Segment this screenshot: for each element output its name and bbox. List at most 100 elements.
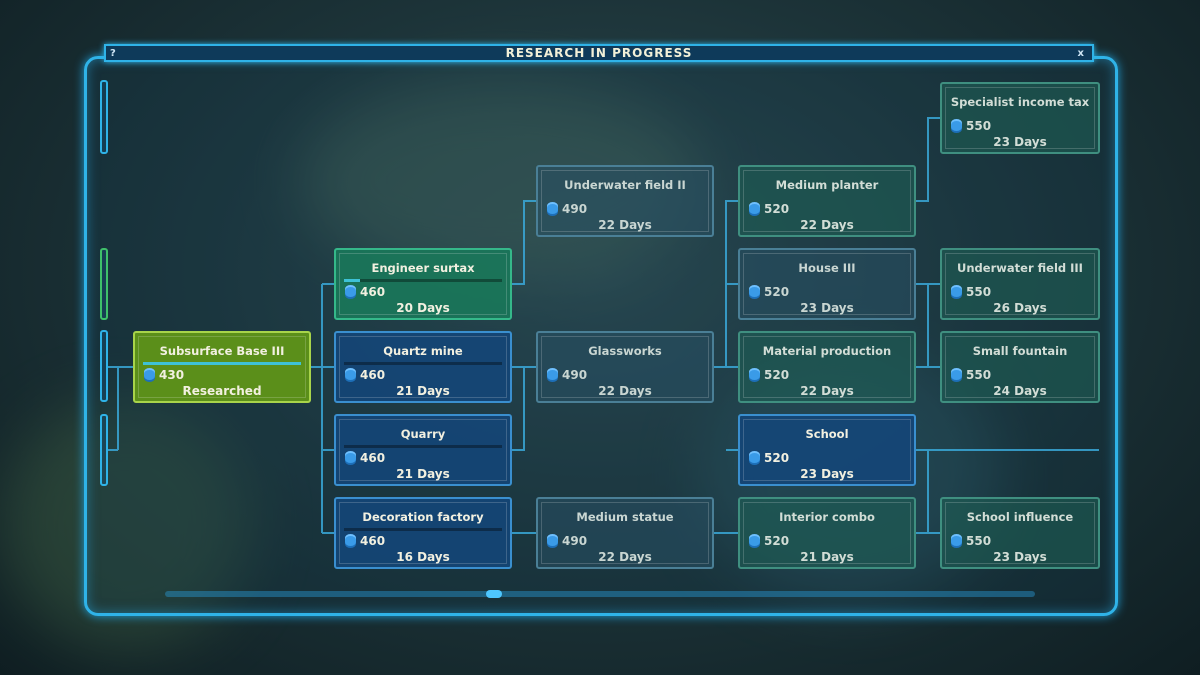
node-status: 21 Days [800,550,854,564]
node-cost: 460 [360,368,386,382]
node-name: Medium statue [576,510,674,524]
coins-icon [345,453,356,463]
node-cost: 460 [360,534,386,548]
node-cost: 550 [966,285,992,299]
node-status: 20 Days [396,301,450,315]
node-name: Engineer surtax [371,261,475,275]
coins-icon [547,204,558,214]
coins-icon [951,287,962,297]
research-node[interactable]: Medium statue 490 22 Days [536,497,714,569]
node-name: Underwater field II [564,178,686,192]
side-tab-2[interactable] [100,248,108,320]
research-node[interactable]: Engineer surtax 460 20 Days [334,248,512,320]
node-cost: 460 [360,451,386,465]
node-status: 22 Days [598,550,652,564]
coins-icon [951,121,962,131]
node-name: Interior combo [779,510,875,524]
research-node[interactable]: Interior combo 520 21 Days [738,497,916,569]
node-status: 22 Days [800,384,854,398]
node-status: 22 Days [598,384,652,398]
node-cost: 490 [562,368,588,382]
node-cost: 520 [764,285,790,299]
research-node[interactable]: Underwater field III 550 26 Days [940,248,1100,320]
node-name: Material production [762,344,892,358]
node-name: School [805,427,849,441]
close-button[interactable]: x [1077,47,1084,59]
coins-icon [345,287,356,297]
research-node[interactable]: Quartz mine 460 21 Days [334,331,512,403]
help-button[interactable]: ? [110,47,116,59]
progress-fill [344,279,360,282]
node-cost: 550 [966,534,992,548]
node-cost: 490 [562,534,588,548]
progress-bar [344,445,502,448]
node-cost: 520 [764,534,790,548]
node-status: 16 Days [396,550,450,564]
coins-icon [749,453,760,463]
node-name: Decoration factory [362,510,484,524]
node-cost: 490 [562,202,588,216]
node-status: 23 Days [800,467,854,481]
research-node[interactable]: Subsurface Base III 430 Researched [133,331,311,403]
research-node[interactable]: School 520 23 Days [738,414,916,486]
coins-icon [749,287,760,297]
node-status: 22 Days [598,218,652,232]
coins-icon [749,536,760,546]
window-title: RESEARCH IN PROGRESS [505,46,693,60]
scrollbar-thumb[interactable] [486,590,502,598]
progress-bar [344,528,502,531]
node-name: Quartz mine [383,344,463,358]
node-name: School influence [966,510,1074,524]
node-cost: 520 [764,368,790,382]
node-name: Underwater field III [957,261,1083,275]
node-name: Specialist income tax [950,95,1090,109]
node-name: Glassworks [588,344,662,358]
node-status: 22 Days [800,218,854,232]
research-node[interactable]: House III 520 23 Days [738,248,916,320]
title-bar: ? RESEARCH IN PROGRESS x [104,44,1094,62]
node-cost: 520 [764,202,790,216]
node-cost: 550 [966,368,992,382]
progress-bar [344,362,502,365]
node-status: 23 Days [800,301,854,315]
coins-icon [951,536,962,546]
coins-icon [749,204,760,214]
research-node[interactable]: Specialist income tax 550 23 Days [940,82,1100,154]
coins-icon [749,370,760,380]
research-node[interactable]: Medium planter 520 22 Days [738,165,916,237]
node-status: 26 Days [993,301,1047,315]
research-node[interactable]: Underwater field II 490 22 Days [536,165,714,237]
node-cost: 430 [159,368,185,382]
node-name: Medium planter [775,178,879,192]
coins-icon [345,370,356,380]
research-node[interactable]: Quarry 460 21 Days [334,414,512,486]
node-name: House III [798,261,856,275]
coins-icon [547,536,558,546]
node-status: 23 Days [993,550,1047,564]
coins-icon [951,370,962,380]
node-status: Researched [182,384,262,398]
research-node[interactable]: School influence 550 23 Days [940,497,1100,569]
research-node[interactable]: Small fountain 550 24 Days [940,331,1100,403]
node-status: 24 Days [993,384,1047,398]
coins-icon [345,536,356,546]
node-name: Subsurface Base III [159,344,285,358]
node-status: 23 Days [993,135,1047,149]
research-node[interactable]: Glassworks 490 22 Days [536,331,714,403]
node-status: 21 Days [396,467,450,481]
side-tab-4[interactable] [100,414,108,486]
node-name: Quarry [400,427,446,441]
horizontal-scrollbar[interactable] [165,591,1035,597]
side-tab-3[interactable] [100,330,108,402]
node-cost: 460 [360,285,386,299]
node-cost: 550 [966,119,992,133]
coins-icon [144,370,155,380]
research-node[interactable]: Material production 520 22 Days [738,331,916,403]
node-status: 21 Days [396,384,450,398]
side-tab-1[interactable] [100,80,108,154]
coins-icon [547,370,558,380]
progress-fill [143,362,301,365]
research-node[interactable]: Decoration factory 460 16 Days [334,497,512,569]
progress-bar [143,362,301,365]
